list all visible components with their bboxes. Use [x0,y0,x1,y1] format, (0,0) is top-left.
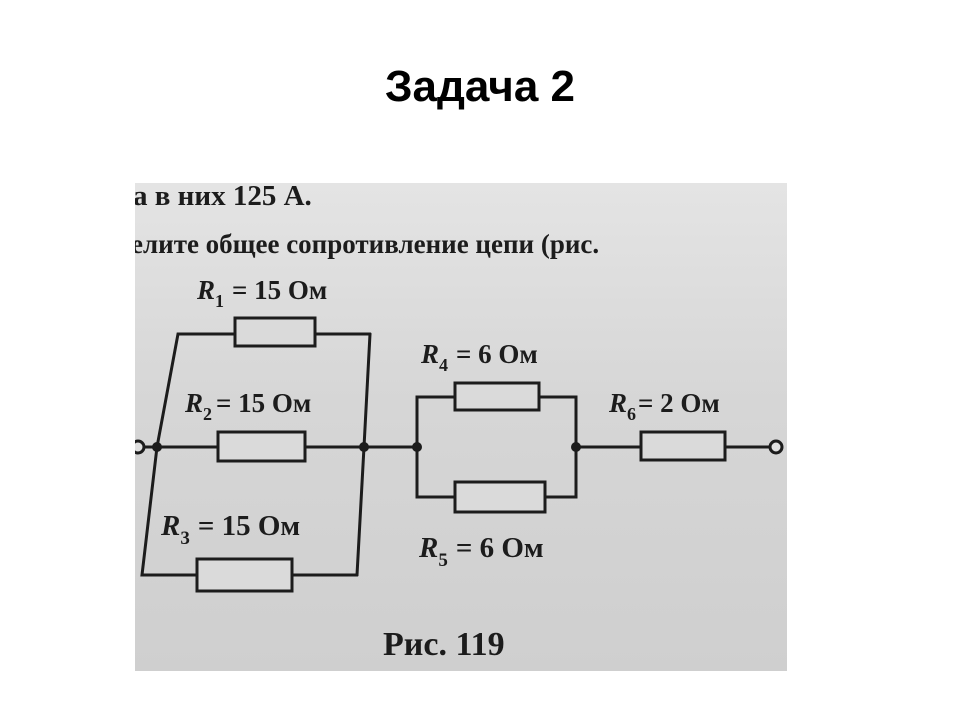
text-line-2: елите общее сопротивление цепи (рис. [135,229,599,259]
junction-node [359,442,369,452]
resistor-r4 [453,381,541,412]
circuit-wires [135,332,773,577]
figure-caption: Рис. 119 [383,626,505,663]
input-terminal [135,439,146,455]
circuit-diagram: а в них 125 А. елите общее сопротивление… [135,183,784,663]
label-r3: R3= 15 Ом [160,510,300,549]
text-line-1: а в них 125 А. [135,183,312,212]
resistor-r1 [233,316,317,348]
resistor-r6 [639,430,727,462]
output-terminal [768,439,784,455]
resistor-r3 [195,557,294,593]
junction-node [412,442,422,452]
label-r4: R4= 6 Ом [420,339,538,375]
label-r2: R2= 15 Ом [184,388,311,424]
label-r5: R5= 6 Ом [418,532,544,571]
label-r1: R1= 15 Ом [196,275,327,311]
junction-node [571,442,581,452]
junction-node [152,442,162,452]
resistor-r5 [453,480,547,514]
resistor-r2 [216,430,307,463]
slide-title: Задача 2 [384,62,576,111]
label-r6: R6= 2 Ом [608,388,720,424]
textbook-photo: а в них 125 А. елите общее сопротивление… [135,183,787,671]
